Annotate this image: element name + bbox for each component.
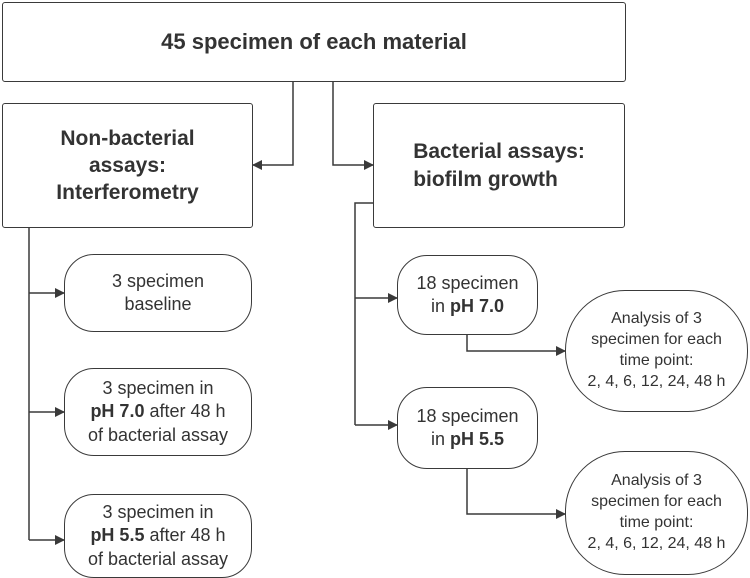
left-header-line-1: Non-bacterial [60, 126, 195, 150]
analysis-2-line-4: 2, 4, 6, 12, 24, 48 h [587, 534, 726, 552]
analysis-1-line-2: specimen for each [591, 331, 722, 349]
analysis-2-line-1: Analysis of 3 [611, 472, 702, 490]
analysis-box-ph70: Analysis of 3 specimen for each time poi… [565, 290, 748, 412]
arrow-top-to-left-header [252, 82, 294, 170]
arrow-ph55-to-analysis [466, 469, 566, 519]
right-header-line-1: Bacterial assays: [413, 140, 585, 164]
analysis-2-line-2: specimen for each [591, 493, 722, 511]
ph55-48h-line-1: 3 specimen in [102, 501, 214, 522]
baseline-line-2: baseline [124, 294, 192, 314]
arrow-ph70-to-analysis [466, 335, 566, 356]
ph70-48h-line-1: 3 specimen in [102, 377, 214, 398]
ph55-group-line-2: in [430, 429, 450, 449]
ph70-group-bold: pH 7.0 [449, 296, 505, 316]
ph70-group-line-2: in [430, 296, 450, 316]
ph70-group-line-1: 18 specimen [416, 272, 519, 293]
ph55-group-box: 18 specimen in pH 5.5 [397, 387, 538, 469]
right-trunk-line [354, 202, 373, 425]
top-box-label: 45 specimen of each material [161, 29, 467, 54]
ph70-48h-line-2: after 48 h [144, 401, 226, 422]
ph55-group-bold: pH 5.5 [449, 429, 505, 449]
arrow-top-to-right-header [332, 82, 374, 170]
left-header-line-2: assays: [88, 153, 167, 177]
ph55-48h-line-3: of bacterial assay [87, 548, 229, 569]
ph70-group-box: 18 specimen in pH 7.0 [397, 255, 538, 335]
bacterial-assays-box: Bacterial assays: biofilm growth [373, 103, 625, 228]
ph55-48h-bold: pH 5.5 [90, 525, 145, 546]
right-header-line-2: biofilm growth [413, 167, 558, 191]
analysis-1-line-3: time point: [619, 352, 694, 369]
ph70-48h-line-3: of bacterial assay [87, 424, 229, 445]
analysis-2-line-3: time point: [619, 514, 694, 531]
non-bacterial-assays-box: Non-bacterial assays: Interferometry [2, 103, 253, 228]
ph70-after-48h-box: 3 specimen in pH 7.0 after 48 h of bacte… [64, 368, 252, 456]
ph55-after-48h-box: 3 specimen in pH 5.5 after 48 h of bacte… [64, 494, 252, 578]
analysis-box-ph55: Analysis of 3 specimen for each time poi… [565, 451, 748, 575]
analysis-1-line-4: 2, 4, 6, 12, 24, 48 h [587, 372, 726, 390]
baseline-specimen-box: 3 specimen baseline [64, 254, 252, 332]
left-header-line-3: Interferometry [56, 181, 199, 205]
ph70-48h-bold: pH 7.0 [90, 401, 145, 422]
ph55-group-line-1: 18 specimen [416, 405, 519, 426]
analysis-1-line-1: Analysis of 3 [611, 310, 702, 328]
baseline-line-1: 3 specimen [111, 270, 205, 291]
top-box: 45 specimen of each material [2, 2, 626, 82]
ph55-48h-line-2: after 48 h [144, 525, 226, 546]
